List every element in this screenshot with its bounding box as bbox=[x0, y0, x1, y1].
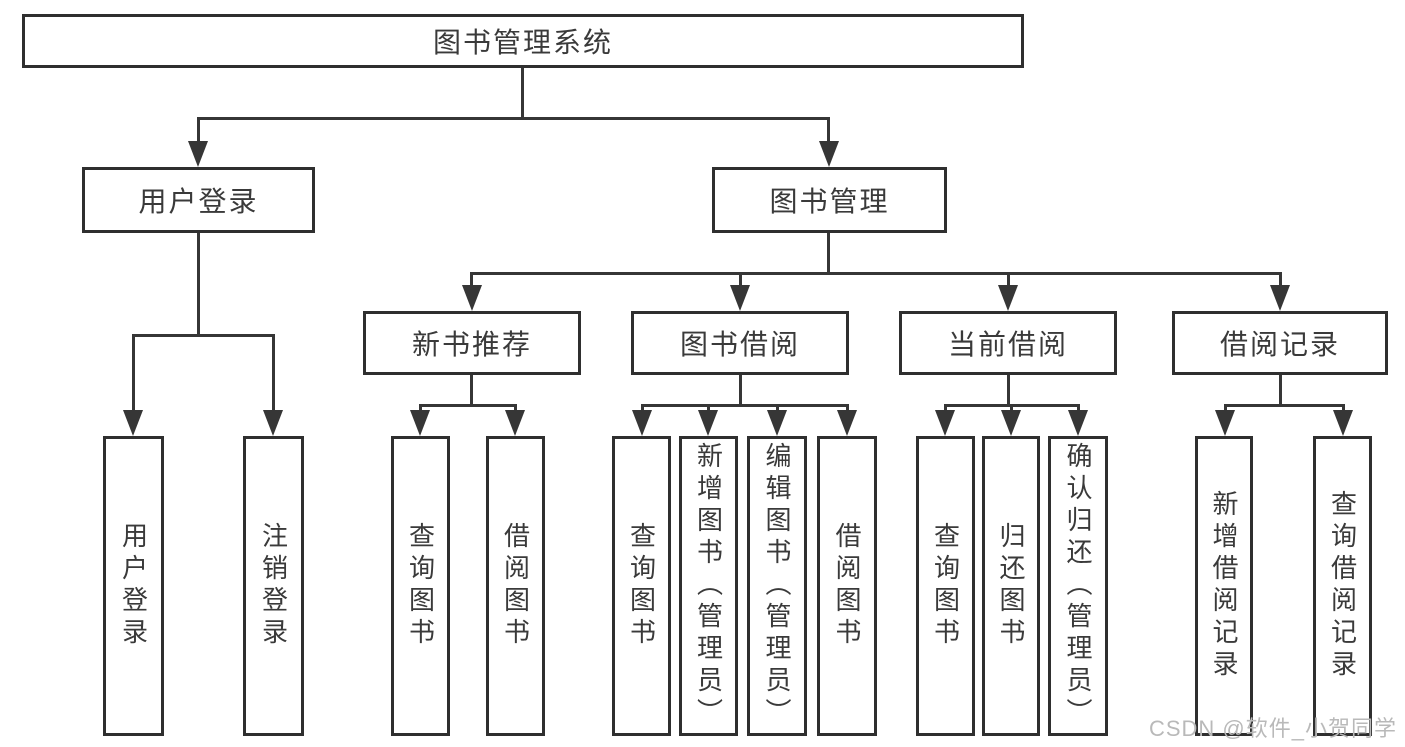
node-label: 图书管理系统 bbox=[432, 27, 613, 58]
leaf-return-books: 归还图书 bbox=[982, 436, 1040, 736]
connector-userlogin-hbar bbox=[132, 334, 275, 337]
arrow-down-icon bbox=[998, 285, 1018, 311]
connector-shaft bbox=[827, 117, 830, 147]
arrow-down-icon bbox=[1068, 410, 1088, 436]
connector-root-hbar bbox=[197, 117, 830, 120]
leaf-add-borrow-record: 新增借阅记录 bbox=[1195, 436, 1253, 736]
arrow-down-icon bbox=[935, 410, 955, 436]
node-book-borrowing: 图书借阅 bbox=[631, 311, 849, 375]
connector-newbook-stem bbox=[470, 375, 473, 407]
arrow-down-icon bbox=[410, 410, 430, 436]
leaf-confirm-return-admin: 确认归还（管理员） bbox=[1048, 436, 1108, 736]
leaf-user-login: 用户登录 bbox=[103, 436, 164, 736]
node-new-book-recommend: 新书推荐 bbox=[363, 311, 581, 375]
connector-shaft bbox=[197, 117, 200, 147]
connector-records-stem bbox=[1279, 375, 1282, 407]
arrow-down-icon bbox=[1215, 410, 1235, 436]
connector-root-stem bbox=[521, 68, 524, 120]
arrow-down-icon bbox=[505, 410, 525, 436]
connector-shaft bbox=[1279, 272, 1282, 291]
arrow-down-icon bbox=[1333, 410, 1353, 436]
watermark: CSDN @软件_小贺同学 bbox=[1148, 716, 1397, 741]
connector-shaft bbox=[739, 272, 742, 291]
arrow-down-icon bbox=[462, 285, 482, 311]
leaf-query-borrow-record: 查询借阅记录 bbox=[1313, 436, 1372, 736]
leaf-label: 编辑图书（管理员） bbox=[762, 442, 792, 730]
leaf-label: 注销登录 bbox=[258, 522, 289, 650]
node-label: 图书管理 bbox=[769, 186, 890, 217]
connector-current-stem bbox=[1007, 375, 1010, 407]
leaf-label: 借阅图书 bbox=[500, 522, 531, 650]
leaf-query-books-current: 查询图书 bbox=[916, 436, 975, 736]
arrow-down-icon bbox=[767, 410, 787, 436]
leaf-label: 查询图书 bbox=[930, 522, 961, 650]
connector-records-hbar bbox=[1224, 404, 1345, 407]
arrow-down-icon bbox=[837, 410, 857, 436]
arrow-down-icon bbox=[1001, 410, 1021, 436]
leaf-query-books-borrowing: 查询图书 bbox=[612, 436, 671, 736]
leaf-label: 归还图书 bbox=[996, 522, 1026, 650]
leaf-label: 查询图书 bbox=[405, 522, 436, 650]
node-label: 用户登录 bbox=[138, 186, 259, 217]
arrow-down-icon bbox=[263, 410, 283, 436]
connector-shaft bbox=[272, 334, 275, 416]
connector-borrowing-hbar bbox=[641, 404, 849, 407]
leaf-label: 用户登录 bbox=[118, 522, 149, 650]
connector-borrowing-stem bbox=[739, 375, 742, 407]
connector-shaft bbox=[470, 272, 473, 291]
arrow-down-icon bbox=[730, 285, 750, 311]
leaf-label: 新增图书（管理员） bbox=[693, 442, 724, 730]
node-borrowing-records: 借阅记录 bbox=[1172, 311, 1388, 375]
arrow-down-icon bbox=[1270, 285, 1290, 311]
leaf-label: 借阅图书 bbox=[832, 522, 862, 650]
connector-shaft bbox=[1007, 272, 1010, 291]
connector-bookmgmt-hbar bbox=[470, 272, 1281, 275]
node-current-borrowing: 当前借阅 bbox=[899, 311, 1117, 375]
node-library-management-system: 图书管理系统 bbox=[22, 14, 1024, 68]
connector-shaft bbox=[132, 334, 135, 416]
leaf-label: 新增借阅记录 bbox=[1209, 490, 1239, 682]
node-book-management: 图书管理 bbox=[712, 167, 947, 233]
node-label: 借阅记录 bbox=[1219, 329, 1340, 360]
leaf-label: 查询图书 bbox=[626, 522, 657, 650]
node-label: 新书推荐 bbox=[411, 329, 532, 360]
leaf-borrow-books-borrowing: 借阅图书 bbox=[817, 436, 877, 736]
connector-bookmgmt-stem bbox=[827, 233, 830, 275]
node-label: 图书借阅 bbox=[679, 329, 800, 360]
node-label: 当前借阅 bbox=[947, 329, 1068, 360]
arrow-down-icon bbox=[819, 141, 839, 167]
connector-newbook-hbar bbox=[419, 404, 517, 407]
arrow-down-icon bbox=[632, 410, 652, 436]
leaf-add-books-admin: 新增图书（管理员） bbox=[679, 436, 738, 736]
arrow-down-icon bbox=[188, 141, 208, 167]
arrow-down-icon bbox=[123, 410, 143, 436]
leaf-logout: 注销登录 bbox=[243, 436, 304, 736]
leaf-label: 确认归还（管理员） bbox=[1063, 442, 1093, 730]
leaf-borrow-books-recommend: 借阅图书 bbox=[486, 436, 545, 736]
leaf-edit-books-admin: 编辑图书（管理员） bbox=[747, 436, 807, 736]
connector-userlogin-stem bbox=[197, 233, 200, 337]
node-user-login: 用户登录 bbox=[82, 167, 315, 233]
leaf-label: 查询借阅记录 bbox=[1327, 490, 1358, 682]
arrow-down-icon bbox=[698, 410, 718, 436]
leaf-query-books-recommend: 查询图书 bbox=[391, 436, 450, 736]
